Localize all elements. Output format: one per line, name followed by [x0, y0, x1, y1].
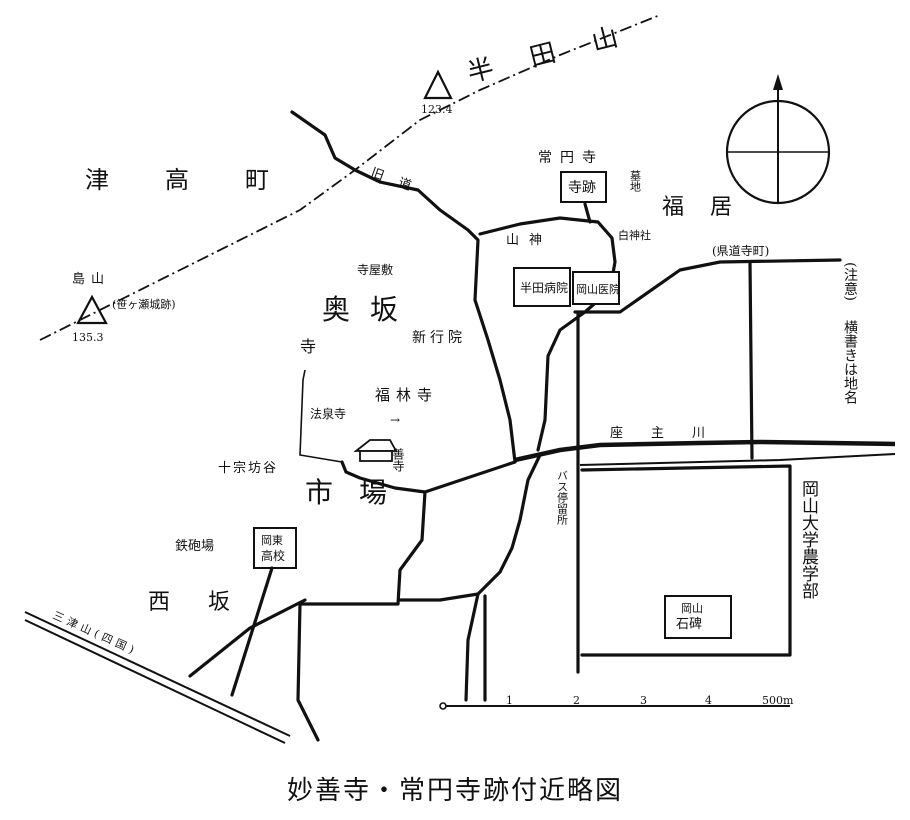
scale-bar	[439, 702, 790, 710]
mountain-handa-icon	[423, 69, 453, 100]
river-zasugawa	[514, 439, 896, 463]
site-box-koko	[253, 527, 297, 569]
label-koko: 高校	[261, 548, 285, 563]
road-north-east	[573, 258, 842, 314]
label-tetsudo: 鉄砲場	[175, 539, 214, 554]
road-main-west	[340, 460, 517, 494]
compass-rose-icon	[725, 74, 831, 205]
area-fukui: 福居	[662, 195, 758, 220]
label-hanbai: 半田病院	[520, 280, 568, 295]
label-myozenji-arrow: →	[390, 413, 400, 427]
path-okusaka	[299, 369, 343, 463]
road-temple-stem	[583, 202, 592, 224]
railway-line	[24, 611, 291, 744]
label-university: 岡山大学農学部	[798, 480, 819, 599]
road-east-vertical	[748, 260, 754, 460]
scale-tick-500m: 500m	[762, 694, 794, 707]
map-canvas: 123.4 半田山 135.3 島山 (笹ヶ瀬城跡) 津高町 福居 奥坂 市場 …	[24, 13, 896, 744]
site-box-kenkyu	[572, 271, 620, 305]
label-tera-ato: 寺跡	[568, 180, 596, 196]
road-south-west	[296, 490, 427, 742]
elevation-shimayama: 135.3	[72, 331, 104, 344]
road-campus-outline	[580, 464, 792, 657]
label-note-title: (注意)	[842, 262, 858, 301]
label-river: 座主川	[610, 426, 733, 441]
mountain-shimayama-icon	[76, 294, 108, 325]
road-south-curve	[398, 453, 542, 602]
label-teravashiki: 寺屋敷	[357, 262, 393, 277]
elevation-handa: 123.4	[421, 103, 453, 116]
label-kenkyu: 岡山医院	[576, 282, 620, 296]
label-sekihi: 石碑	[676, 616, 702, 632]
shimayama-note: (笹ヶ瀬城跡)	[112, 297, 176, 311]
site-box-hanbai	[513, 267, 571, 307]
road-temple-loop	[478, 216, 617, 452]
label-bochi: 墓地	[629, 170, 642, 192]
label-koko-top: 岡東	[261, 534, 283, 547]
road-koko	[230, 566, 274, 697]
mountain-name-handa: 半田山	[464, 13, 658, 89]
label-old-road: 旧道	[369, 166, 429, 200]
area-tsutaka: 津高町	[85, 166, 325, 194]
road-south-branch-a	[464, 592, 480, 702]
mountain-name-shimayama: 島山	[72, 272, 110, 287]
area-ichiba: 市場	[305, 476, 413, 509]
label-shrine: 山神	[506, 233, 552, 248]
road-southwest-diag	[188, 598, 307, 678]
label-shinkoin: 新行院	[412, 330, 466, 346]
label-fukurinji: 福林寺	[375, 386, 438, 404]
scale-tick-4: 4	[705, 694, 712, 707]
label-bus-stop: バス停留所	[556, 470, 569, 526]
area-okusaka: 奥坂	[322, 293, 418, 326]
scale-tick-2: 2	[573, 694, 580, 707]
label-horyoji: 法泉寺	[310, 407, 346, 421]
map-caption: 妙善寺・常円寺跡付近略図	[286, 776, 623, 806]
road-old-north	[290, 110, 517, 464]
label-joenji: 常円寺	[538, 150, 604, 166]
label-railway: 三津山(四国)	[51, 609, 140, 658]
label-temple-top: 寺	[300, 337, 316, 356]
label-note-body: 横書きは地名	[842, 320, 858, 404]
label-road: (県道寺町)	[712, 244, 769, 258]
label-sekihi-top: 岡山	[681, 602, 703, 615]
site-box-sekihi	[664, 595, 732, 639]
label-jisho: 十宗坊谷	[218, 460, 278, 476]
scale-tick-3: 3	[640, 694, 647, 707]
scale-tick-1: 1	[506, 694, 513, 707]
site-box-tera-ato	[560, 171, 607, 203]
label-yakushi: 白神社	[618, 228, 651, 242]
river-zasugawa-bank	[579, 453, 896, 466]
area-nishisaka: 西坂	[148, 590, 268, 615]
temple-building-icon	[353, 439, 398, 462]
label-myozenji: 善寺	[391, 447, 405, 472]
